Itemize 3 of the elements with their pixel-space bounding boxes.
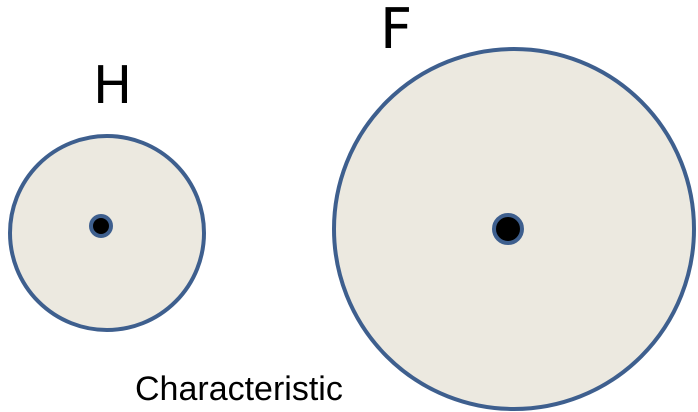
- caption-text: Characteristic: [135, 372, 343, 406]
- circle-label: H: [93, 60, 132, 112]
- circle-label: F: [380, 2, 412, 58]
